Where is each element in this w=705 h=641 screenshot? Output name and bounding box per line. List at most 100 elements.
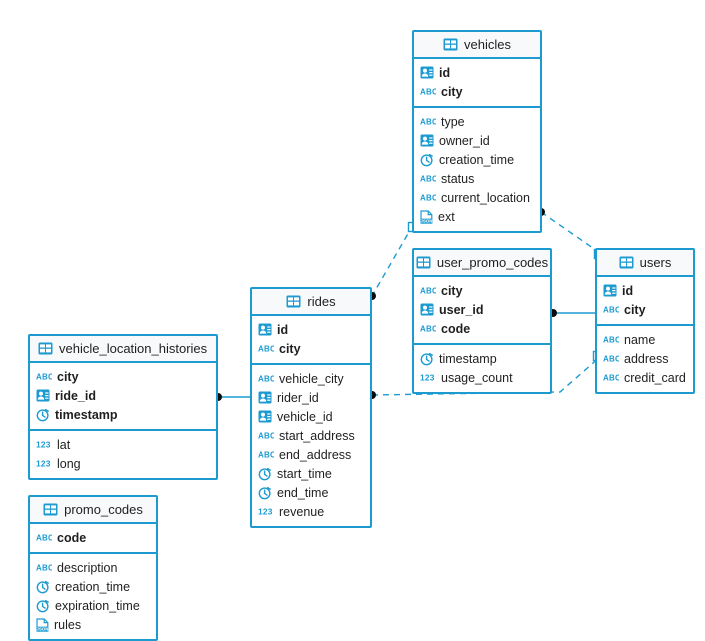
field-name: lat — [57, 437, 71, 452]
svg-text:ABC: ABC — [258, 375, 274, 384]
123-icon: 123 — [420, 371, 436, 384]
field-name: status — [441, 171, 475, 186]
abc-icon: ABC — [603, 371, 619, 384]
field-name: user_id — [439, 302, 484, 317]
table-icon — [619, 256, 634, 269]
field-row: ABC city — [30, 367, 216, 386]
svg-text:123: 123 — [420, 373, 435, 383]
svg-text:ABC: ABC — [420, 175, 436, 184]
abc-icon: ABC — [36, 561, 52, 574]
field-row: id — [252, 320, 370, 339]
abc-icon: ABC — [420, 115, 436, 128]
field-row: ABC credit_card — [597, 368, 693, 387]
table-header-promo_codes[interactable]: promo_codes — [30, 497, 156, 524]
field-name: rider_id — [277, 390, 319, 405]
abc-icon: ABC — [420, 85, 436, 98]
123-icon: 123 — [36, 457, 52, 470]
field-name: id — [277, 322, 289, 337]
svg-text:ABC: ABC — [603, 355, 619, 364]
table-header-vehicles[interactable]: vehicles — [414, 32, 540, 59]
table-name: promo_codes — [64, 502, 143, 517]
field-row: ABC city — [414, 281, 550, 300]
field-name: start_address — [279, 428, 355, 443]
relationship-vehicles-rides[interactable] — [368, 214, 419, 300]
field-row: ABC end_address — [252, 445, 370, 464]
abc-icon: ABC — [420, 322, 436, 335]
field-name: usage_count — [441, 370, 513, 385]
table-icon — [416, 256, 431, 269]
abc-icon: ABC — [603, 303, 619, 316]
field-name: city — [57, 369, 79, 384]
field-name: id — [622, 283, 634, 298]
clock-icon — [36, 580, 50, 594]
svg-text:JSON: JSON — [420, 218, 432, 223]
field-row: ABC start_address — [252, 426, 370, 445]
table-name: rides — [307, 294, 336, 309]
field-name: rules — [54, 617, 82, 632]
json-file-icon: JSON — [420, 209, 433, 224]
field-row: ride_id — [30, 386, 216, 405]
relationship-user_promo_codes-users[interactable] — [549, 309, 595, 317]
table-header-users[interactable]: users — [597, 250, 693, 277]
table-header-vehicle_location_histories[interactable]: vehicle_location_histories — [30, 336, 216, 363]
field-row: owner_id — [414, 131, 540, 150]
clock-icon — [258, 486, 272, 500]
abc-icon: ABC — [603, 333, 619, 346]
clock-icon — [420, 352, 434, 366]
field-name: code — [57, 530, 87, 545]
field-name: credit_card — [624, 370, 686, 385]
field-row: ABC city — [414, 82, 540, 101]
table-header-rides[interactable]: rides — [252, 289, 370, 316]
svg-text:ABC: ABC — [258, 451, 274, 460]
table-header-user_promo_codes[interactable]: user_promo_codes — [414, 250, 550, 277]
table-name: vehicle_location_histories — [59, 341, 208, 356]
svg-text:ABC: ABC — [36, 564, 52, 573]
field-name: id — [439, 65, 451, 80]
table-icon — [443, 38, 458, 51]
field-row: 123 usage_count — [414, 368, 550, 387]
abc-icon: ABC — [258, 448, 274, 461]
field-name: city — [441, 283, 463, 298]
field-row: expiration_time — [30, 596, 156, 615]
abc-icon: ABC — [420, 191, 436, 204]
abc-icon: ABC — [420, 284, 436, 297]
field-name: city — [441, 84, 463, 99]
clock-icon — [258, 467, 272, 481]
id-card-icon — [420, 66, 434, 79]
field-row: vehicle_id — [252, 407, 370, 426]
svg-text:123: 123 — [258, 507, 273, 517]
abc-icon: ABC — [36, 370, 52, 383]
table-icon — [38, 342, 53, 355]
abc-icon: ABC — [258, 372, 274, 385]
field-name: end_address — [279, 447, 352, 462]
field-name: city — [279, 341, 301, 356]
svg-text:ABC: ABC — [258, 432, 274, 441]
svg-text:ABC: ABC — [603, 336, 619, 345]
relationship-vehicle_location_histories-rides[interactable] — [214, 393, 250, 401]
field-name: end_time — [277, 485, 329, 500]
field-name: name — [624, 332, 656, 347]
